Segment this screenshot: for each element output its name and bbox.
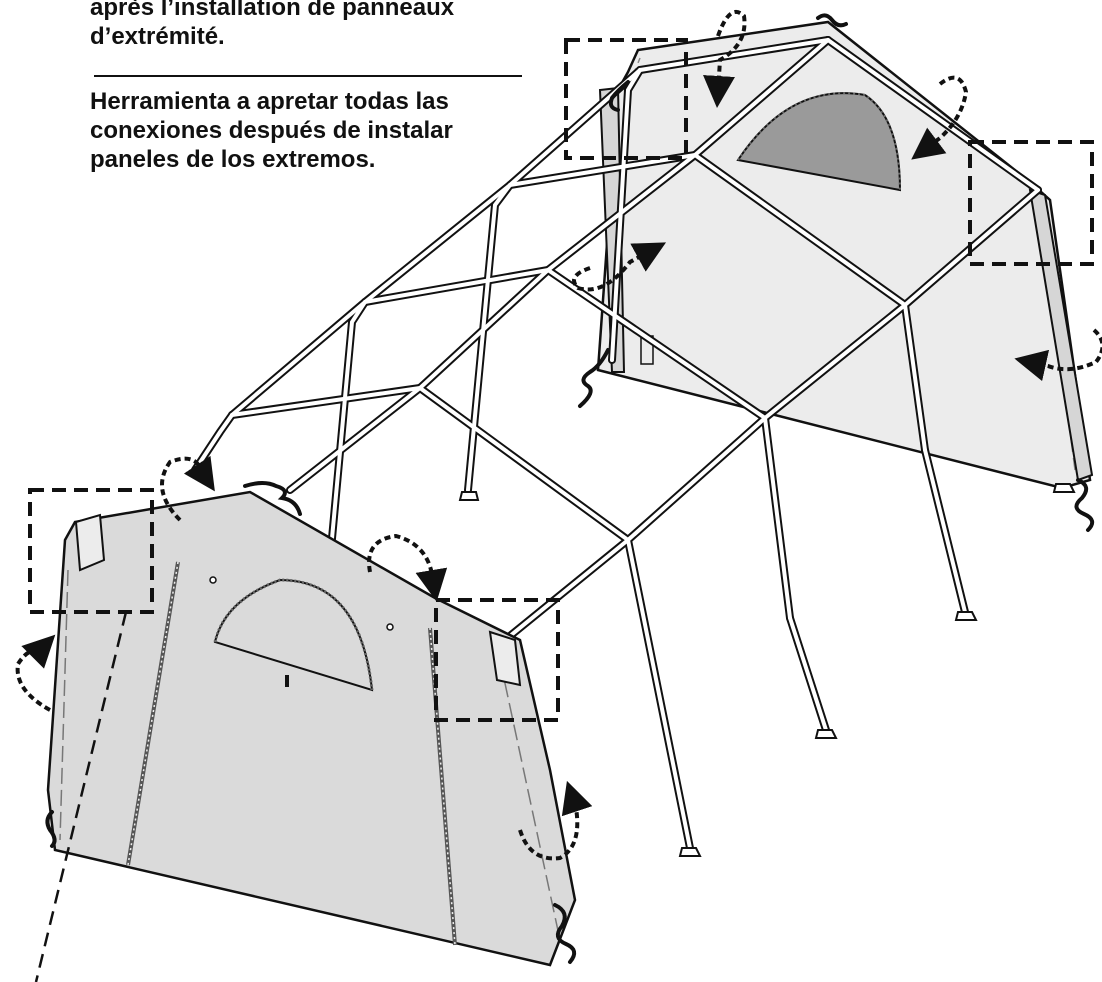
- front-end-panel: [46, 490, 577, 967]
- language-divider: [94, 75, 522, 77]
- rotation-arrow-icon: [15, 10, 1102, 861]
- spanish-instruction: Herramienta a apretar todas las conexion…: [90, 87, 550, 174]
- callout-leader-line: [34, 611, 128, 982]
- front-zipper-left: [126, 561, 180, 866]
- spanish-instruction-line-2: conexiones después de instalar: [90, 117, 453, 144]
- french-instruction-line-2: d’extrémité.: [90, 23, 225, 50]
- rear-window: [736, 92, 902, 192]
- spanish-instruction-line-1: Herramienta a apretar todas las: [90, 88, 449, 115]
- front-window: [213, 578, 374, 692]
- bungee-cord-icon: [45, 13, 1095, 964]
- french-instruction-line-1: après l’installation de panneaux: [90, 0, 455, 21]
- front-window-tab: [285, 675, 289, 687]
- rear-end-panel: [596, 20, 1094, 490]
- frame-feet: [458, 483, 1076, 857]
- detail-callout-box: [28, 38, 1094, 722]
- french-instruction: après l’installation de panneaux d’extré…: [90, 0, 550, 51]
- spanish-instruction-line-3: paneles de los extremos.: [90, 146, 376, 173]
- shelter-frame: [191, 36, 1042, 852]
